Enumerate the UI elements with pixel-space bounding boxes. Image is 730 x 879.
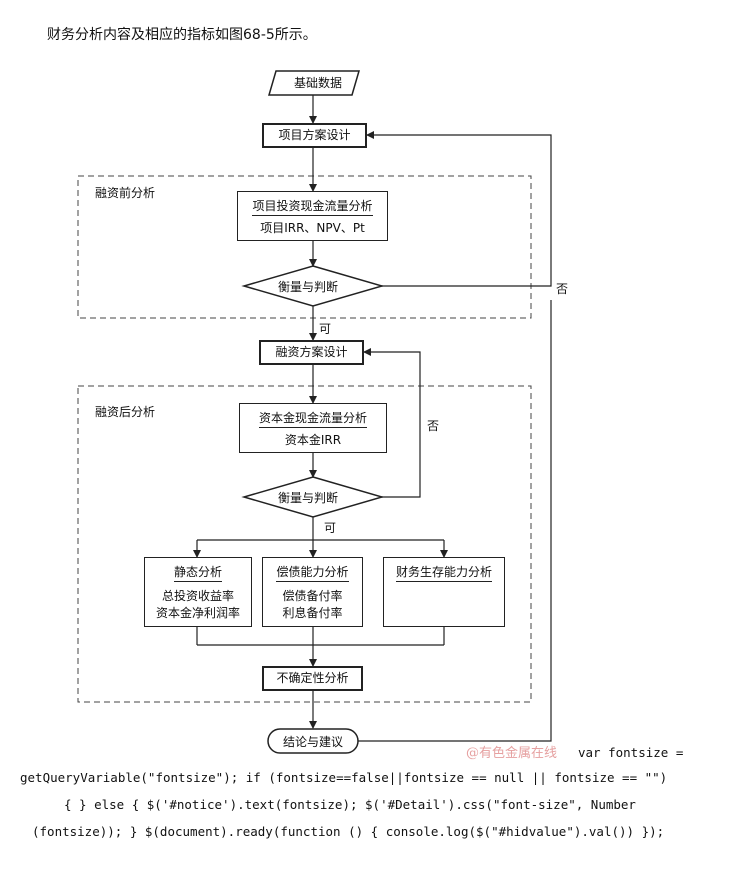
code-line-1: var fontsize = — [578, 745, 684, 760]
survival-analysis-box: 财务生存能力分析 — [383, 557, 505, 627]
pre-financing-label: 融资前分析 — [95, 186, 156, 200]
survival-title: 财务生存能力分析 — [395, 563, 492, 582]
no-loop-1 — [366, 131, 552, 287]
code-line-4: (fontsize)); } $(document).ready(functio… — [32, 824, 665, 839]
yes-label-2: 可 — [324, 521, 337, 535]
debt-title: 偿债能力分析 — [276, 563, 349, 582]
watermark: @有色金属在线 — [466, 746, 558, 761]
debt-analysis-box: 偿债能力分析 偿债备付率 利息备付率 — [262, 557, 363, 627]
code-line-2: getQueryVariable("fontsize"); if (fontsi… — [20, 770, 668, 785]
decision-1-shape — [241, 265, 385, 307]
debt-line1: 偿债备付率 — [282, 589, 343, 603]
pre-box-title: 项目投资现金流量分析 — [252, 197, 373, 216]
pre-box-sub: 项目IRR、NPV、Pt — [260, 221, 365, 235]
no-label-2: 否 — [427, 419, 440, 433]
end-return-line — [358, 300, 552, 742]
code-line-3: { } else { $('#notice').text(fontsize); … — [64, 797, 636, 812]
post-financing-box: 资本金现金流量分析 资本金IRR — [239, 403, 387, 453]
end-node: 结论与建议 — [282, 735, 343, 749]
start-node: 基础数据 — [293, 76, 342, 90]
pre-financing-box: 项目投资现金流量分析 项目IRR、NPV、Pt — [237, 191, 388, 241]
uncertainty-node: 不确定性分析 — [262, 666, 363, 691]
static-line2: 资本金净利润率 — [155, 606, 240, 620]
project-design-node: 项目方案设计 — [262, 123, 367, 148]
pre-financing-frame — [77, 175, 532, 319]
post-financing-frame — [77, 385, 532, 703]
no-loop-2 — [363, 348, 421, 498]
decision-2-label: 衡量与判断 — [278, 491, 339, 505]
financing-design-label: 融资方案设计 — [275, 345, 348, 359]
yes-label-1: 可 — [319, 322, 332, 336]
no-label-1: 否 — [556, 282, 569, 296]
start-shape — [268, 70, 360, 96]
intro-text: 财务分析内容及相应的指标如图68-5所示。 — [47, 27, 317, 43]
static-analysis-box: 静态分析 总投资收益率 资本金净利润率 — [144, 557, 252, 627]
post-financing-label: 融资后分析 — [95, 405, 156, 419]
uncertainty-label: 不确定性分析 — [276, 668, 349, 691]
financing-design-node: 融资方案设计 — [259, 340, 364, 365]
debt-line2: 利息备付率 — [282, 606, 343, 620]
post-box-sub: 资本金IRR — [284, 433, 342, 447]
post-box-title: 资本金现金流量分析 — [258, 409, 367, 428]
decision-1-label: 衡量与判断 — [278, 280, 339, 294]
static-title: 静态分析 — [173, 563, 222, 582]
project-design-label: 项目方案设计 — [278, 128, 351, 142]
static-line1: 总投资收益率 — [161, 589, 234, 603]
